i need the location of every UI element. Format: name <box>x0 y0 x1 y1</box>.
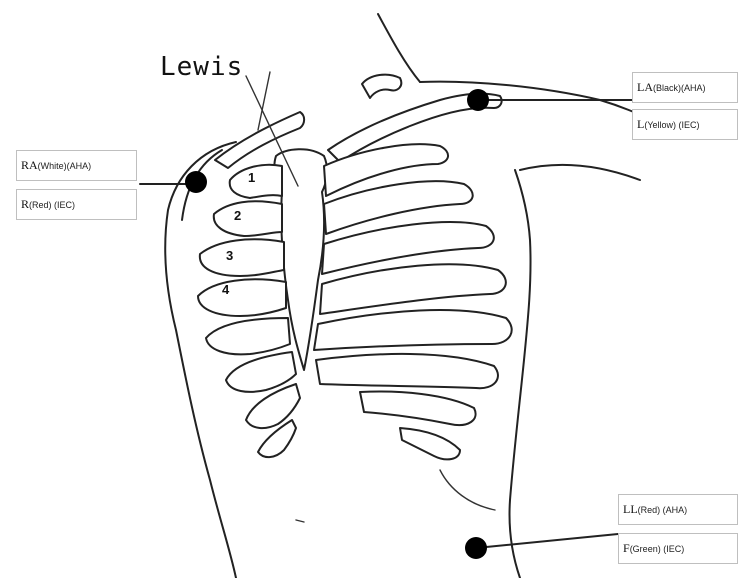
la-aha-desc: (Black)(AHA) <box>653 83 706 93</box>
ra-aha-desc: (White)(AHA) <box>38 161 92 171</box>
rib-number-3: 3 <box>226 248 233 263</box>
ll-aha-label: LL(Red) (AHA) <box>618 494 738 525</box>
rib-left-6 <box>316 354 498 388</box>
rib-left-8 <box>400 428 460 459</box>
ll-iec-label: F (Green) (IEC) <box>618 533 738 564</box>
rib-right-2 <box>214 201 282 236</box>
torso-outline-right <box>509 170 530 578</box>
la-aha-label: LA(Black)(AHA) <box>632 72 738 103</box>
neck-right <box>378 14 420 82</box>
la-iec-code: L <box>637 117 644 132</box>
lewis-title: Lewis <box>160 52 243 82</box>
lewis-pointer-line-2 <box>258 72 270 130</box>
rib-right-5 <box>206 318 290 354</box>
la-iec-desc: (Yellow) (IEC) <box>644 120 699 130</box>
rib-right-6 <box>226 352 296 392</box>
rib-left-7 <box>360 392 476 426</box>
navel-mark <box>296 520 304 522</box>
ll-aha-code: LL <box>623 502 638 517</box>
rib-right-3 <box>200 239 284 276</box>
rib-number-2: 2 <box>234 208 241 223</box>
rib-right-1 <box>230 165 282 198</box>
ra-aha-code: RA <box>21 158 38 173</box>
ll-iec-code: F <box>623 541 630 556</box>
la-electrode-dot <box>467 89 489 111</box>
ra-aha-label: RA(White)(AHA) <box>16 150 137 181</box>
rib-left-4 <box>320 264 506 314</box>
la-iec-label: L(Yellow) (IEC) <box>632 109 738 140</box>
ll-iec-desc: (Green) (IEC) <box>630 544 685 554</box>
ra-iec-desc: (Red) (IEC) <box>29 200 75 210</box>
right-arm-edge <box>520 165 640 180</box>
ll-leader-line <box>476 534 618 548</box>
ra-electrode-dot <box>185 171 207 193</box>
ll-aha-desc: (Red) (AHA) <box>638 505 688 515</box>
ra-iec-label: R (Red) (IEC) <box>16 189 137 220</box>
rib-number-1: 1 <box>248 170 255 185</box>
scapula-hook <box>362 75 401 98</box>
rib-left-5 <box>314 310 512 350</box>
la-aha-code: LA <box>637 80 653 95</box>
abdomen-line <box>440 470 495 510</box>
ll-electrode-dot <box>465 537 487 559</box>
rib-right-4 <box>198 279 286 316</box>
ra-iec-code: R <box>21 197 29 212</box>
rib-number-4: 4 <box>222 282 229 297</box>
